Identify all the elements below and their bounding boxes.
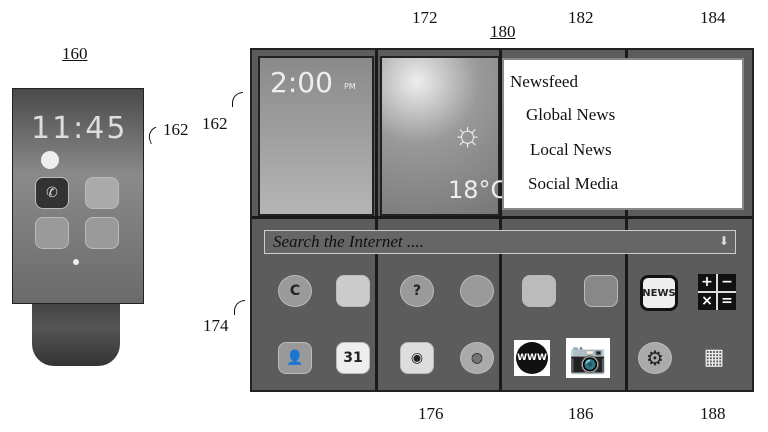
watch-screen: 11:45 ✆ — [12, 88, 144, 304]
photo-icon[interactable]: ◉ — [400, 342, 434, 374]
clock-tile[interactable]: 2:00 PM — [258, 56, 374, 216]
calc-plus: + — [698, 274, 716, 291]
ref-160: 160 — [62, 44, 88, 64]
settings-icon[interactable]: ⚙ — [638, 342, 672, 374]
browser-icon[interactable]: C — [278, 275, 312, 307]
news-icon[interactable]: NEWS — [640, 275, 678, 311]
clock-ampm: PM — [344, 82, 356, 91]
calc-equals: = — [718, 293, 736, 310]
calendar-date: 31 — [343, 350, 362, 366]
newsfeed-item-local[interactable]: Local News — [530, 140, 612, 160]
sun-icon: ☼ — [452, 116, 483, 154]
row-divider — [252, 216, 752, 219]
www-label: WWW — [516, 342, 548, 374]
leader-line — [234, 300, 245, 315]
app-icon[interactable] — [85, 177, 119, 209]
search-placeholder: Search the Internet .... — [273, 232, 424, 252]
newsfeed-item-social[interactable]: Social Media — [528, 174, 618, 194]
watch-time: 11:45 — [31, 111, 127, 146]
weather-tile[interactable]: ☼ 18°C — [380, 56, 500, 216]
leader-line — [232, 92, 243, 107]
newsfeed-tile[interactable]: Newsfeed Global News Local News Social M… — [502, 58, 744, 210]
calendar-icon[interactable] — [35, 217, 69, 249]
ref-162-watch: 162 — [163, 120, 189, 140]
help-icon[interactable]: ? — [400, 275, 434, 307]
keyboard-icon[interactable] — [336, 275, 370, 307]
ref-188: 188 — [700, 404, 726, 424]
leader-line — [146, 127, 161, 145]
contacts-icon[interactable]: 👤 — [278, 342, 312, 374]
sun-icon — [41, 151, 59, 169]
search-input[interactable]: Search the Internet .... ⬇ — [264, 230, 736, 254]
multi-panel-display: 2:00 PM ☼ 18°C Newsfeed Global News Loca… — [250, 48, 754, 392]
newsfeed-title: Newsfeed — [510, 72, 578, 92]
newsfeed-item-global[interactable]: Global News — [526, 105, 615, 125]
ref-162-panel: 162 — [202, 114, 228, 134]
shield-app-icon[interactable] — [584, 275, 618, 307]
app-icon[interactable] — [460, 275, 494, 307]
ref-182: 182 — [568, 8, 594, 28]
news-icon-label: NEWS — [642, 288, 675, 299]
calc-minus: − — [718, 274, 736, 291]
phone-icon[interactable]: ✆ — [35, 177, 69, 209]
dropbox-icon[interactable] — [522, 275, 556, 307]
clock-time: 2:00 — [270, 66, 333, 99]
microphone-icon[interactable]: ⬇ — [719, 234, 729, 249]
apps-grid-icon[interactable]: ▦ — [698, 342, 730, 372]
ref-184: 184 — [700, 8, 726, 28]
ref-180: 180 — [490, 22, 516, 42]
ref-174: 174 — [203, 316, 229, 336]
page-indicator — [73, 259, 79, 265]
weather-temp: 18°C — [448, 176, 507, 204]
www-icon[interactable]: WWW — [514, 340, 550, 376]
camera-icon[interactable] — [85, 217, 119, 249]
calculator-icon[interactable]: + − × = — [698, 274, 736, 310]
ref-172: 172 — [412, 8, 438, 28]
calc-times: × — [698, 293, 716, 310]
calendar-icon[interactable]: 31 — [336, 342, 370, 374]
ref-186: 186 — [568, 404, 594, 424]
camera-icon[interactable]: 📷 — [566, 338, 610, 378]
globe-icon[interactable]: ◍ — [460, 342, 494, 374]
ref-176: 176 — [418, 404, 444, 424]
